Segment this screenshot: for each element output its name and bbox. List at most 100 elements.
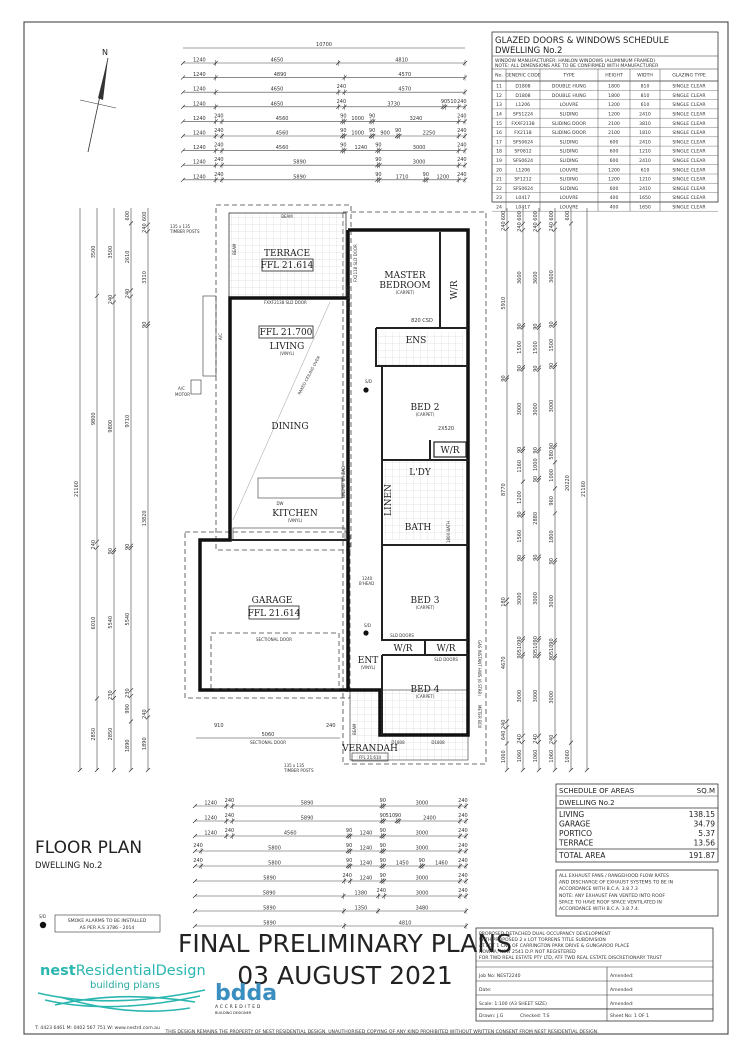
dimension-label: 5800 — [268, 846, 281, 852]
dimension-label: 90 — [380, 843, 386, 849]
dimension-label: 240 — [549, 735, 555, 745]
schedule-cell: 2410 — [639, 186, 651, 192]
dimension-label: 1500 — [549, 339, 555, 352]
dimension-label: 90 — [380, 813, 386, 819]
dimension-label: 90 — [533, 476, 539, 482]
dimension-label: 1240 — [360, 861, 373, 867]
schedule-cell: 1210 — [639, 177, 651, 183]
room-ensuite: ENS — [406, 336, 427, 346]
setback-line — [342, 211, 487, 765]
dimension-label: 90 — [340, 143, 346, 149]
job-number: Job No: NEST2240 — [478, 973, 521, 979]
dimension-column: 21160 — [74, 208, 83, 773]
dimension-label: 1240 — [360, 876, 373, 882]
dimension-label: 90 — [549, 321, 555, 327]
verandah-ffl: FFL 21.614 — [359, 755, 382, 760]
room-laundry: L'DY — [409, 468, 432, 478]
dimension-label: 6010 — [91, 617, 97, 630]
sheet-border — [23, 21, 729, 1035]
dimension-label: 240 — [193, 858, 203, 864]
dimension-label: 3000 — [517, 403, 523, 416]
dimension-label: 3500 — [91, 246, 97, 259]
room-bed2-wr: W/R — [440, 446, 459, 456]
schedule-cell: 20 — [496, 167, 502, 173]
sectional-door-outline — [210, 632, 340, 690]
schedule-cell: 13 — [496, 102, 502, 108]
dimension-label: 90 — [533, 447, 539, 453]
schedule-cell: L0417 — [516, 205, 530, 211]
dimension-label: 2880 — [533, 512, 539, 525]
sld-doors-label: SLD DOORS — [346, 286, 351, 310]
dimension-label: 510 — [549, 645, 555, 655]
schedule-header: TYPE — [562, 73, 574, 79]
schedule-cell: 1810 — [639, 130, 651, 136]
timber-posts-label: TIMBER POSTS — [283, 768, 314, 773]
dimension-label: 4890 — [274, 72, 287, 78]
dimension-label: 240 — [326, 723, 336, 729]
schedule-cell: SINGLE CLEAR — [672, 205, 706, 211]
dimension-label: 90 — [549, 443, 555, 449]
schedule-cell: FX2118 — [514, 130, 532, 136]
schedule-cell: LOUVRE — [560, 102, 579, 108]
dimension-label: 1890 — [142, 737, 148, 750]
linen-cupboard: LINEN — [384, 484, 394, 516]
dimension-label: 90 — [549, 654, 555, 660]
dimension-label: 9800 — [91, 412, 97, 425]
dimension-label: 90 — [501, 375, 507, 381]
setback-line — [215, 204, 352, 551]
sliding-door-label: FX2118 SLD DOOR — [353, 244, 358, 282]
schedule-cell: L1206 — [516, 167, 530, 173]
dimension-label: 510 — [517, 643, 523, 653]
dimension-label: 21160 — [581, 481, 587, 497]
ac-motor-label: MOTOR — [175, 392, 190, 397]
dimension-label: 3500 — [108, 246, 114, 259]
room-verandah: VERANDAH — [341, 744, 398, 754]
dimension-label: 1500 — [533, 341, 539, 354]
areas-unit: SQ.M — [697, 787, 715, 795]
dimension-label: 510 — [386, 813, 396, 819]
kitchen-floor-finish: (VINYL) — [288, 518, 303, 523]
dimension-label: 3600 — [549, 270, 555, 283]
dimension-label: 90 — [419, 858, 425, 864]
schedule-cell: 1650 — [639, 195, 651, 201]
contact-info: T: 4423 6461 M: 0402 567 751 W: www.nest… — [34, 1025, 160, 1031]
ac-motor-label: A/C — [178, 386, 185, 391]
dimension-label: 90 — [533, 323, 539, 329]
exhaust-note-line: SPACE TO HAVE ROOF SPACE VENTILATED IN — [559, 899, 662, 905]
dimension-label: 1060 — [501, 750, 507, 763]
dimension-label: 4560 — [276, 145, 289, 151]
schedule-cell: 1200 — [608, 177, 620, 183]
area-name: TERRACE — [558, 839, 594, 848]
schedule-cell: 24 — [496, 205, 502, 211]
dimension-label: 5910 — [501, 297, 507, 310]
areas-total-label: TOTAL AREA — [558, 851, 606, 860]
dimension-label: 240 — [458, 828, 468, 834]
dimension-label: 3600 — [517, 271, 523, 284]
dimension-label: 90 — [142, 322, 148, 328]
dishwasher-label: DW — [276, 501, 283, 506]
schedule-header: No. — [495, 73, 503, 79]
dimension-label: 1060 — [517, 750, 523, 763]
schedule-header: GENERIC CODE — [505, 73, 540, 79]
dimension-label: 1240 — [193, 101, 206, 107]
dimension-label: 240 — [501, 221, 507, 231]
dimension-label: 240 — [91, 540, 97, 550]
room-master: MASTER — [384, 271, 425, 281]
dimension-label: 1060 — [549, 750, 555, 763]
dimension-label: 240 — [457, 143, 467, 149]
schedule-cell: 400 — [610, 195, 619, 201]
left-dimensions: 2116035009800240601028503500240980090554… — [74, 208, 151, 773]
master-floor-finish: (CARPET) — [396, 290, 415, 295]
schedule-cell: LOUVRE — [560, 195, 579, 201]
dimension-label: 90 — [517, 365, 523, 371]
terrace-ffl: FFL 21.614 — [261, 261, 314, 271]
dimension-label: 1500 — [517, 341, 523, 354]
dimension-label: 3000 — [533, 690, 539, 703]
